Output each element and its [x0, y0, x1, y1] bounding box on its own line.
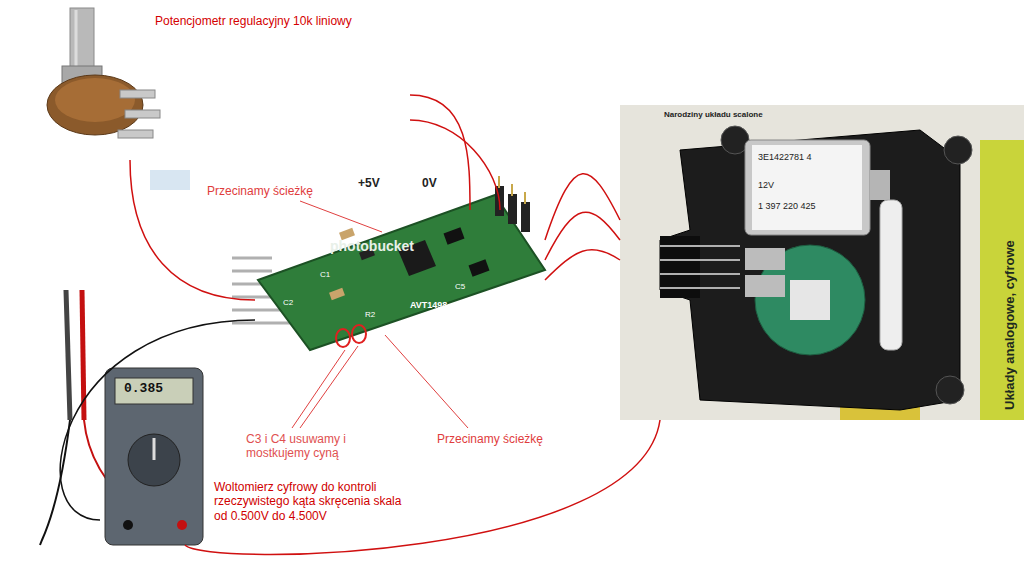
meter-dial	[128, 434, 180, 486]
wire	[545, 212, 620, 260]
motor-can	[745, 140, 870, 235]
photo-corner	[150, 170, 190, 190]
photo-ground	[0, 0, 240, 190]
wire	[545, 174, 620, 240]
connector-pin	[660, 259, 740, 261]
node-label: 0.385	[124, 381, 163, 397]
header-block	[521, 202, 530, 232]
part-label: C1	[320, 270, 330, 280]
wire	[545, 250, 620, 280]
connector-pin	[660, 245, 740, 247]
meter-display	[115, 378, 193, 404]
wire	[185, 420, 660, 554]
motor-sticker	[752, 145, 862, 230]
photo-ground	[620, 105, 1024, 420]
header-pin	[511, 184, 513, 196]
pot-pin	[120, 90, 155, 98]
annotation: Przecinamy ścieżkę	[437, 432, 543, 446]
motor-shaft	[870, 170, 890, 200]
multimeter-photo	[40, 290, 203, 545]
contact-pad	[745, 275, 785, 297]
pot-body	[47, 75, 143, 135]
controller-module: AVT1498	[255, 210, 545, 350]
worm-gear	[880, 200, 902, 350]
pot-body-top	[55, 78, 135, 122]
header-pin	[524, 192, 526, 204]
mount-hole	[936, 376, 964, 404]
module-photo	[232, 176, 545, 350]
wire	[410, 95, 470, 210]
header-block	[508, 194, 517, 224]
marked-capacitor	[336, 329, 350, 347]
node-label: AVT1498	[410, 300, 447, 311]
meter-body	[105, 368, 203, 545]
multimeter: 0.385	[100, 365, 205, 545]
header-pin	[498, 176, 500, 188]
smd-part	[329, 288, 345, 300]
meter-jack	[177, 520, 187, 530]
header-pin	[232, 257, 272, 260]
node-label: Potencjometr regulacyjny 10k liniowy	[155, 14, 352, 28]
background-print: Układy analogowe, cyfrowe	[1002, 240, 1018, 410]
header-pin	[232, 270, 272, 273]
pin-label: +5V	[358, 176, 380, 190]
part-label: C2	[283, 298, 293, 308]
leader-line	[300, 201, 382, 232]
leader-line	[300, 346, 358, 428]
annotation: Przecinamy ścieżkę	[207, 184, 313, 198]
dial-pointer	[153, 438, 156, 460]
header-pin	[232, 322, 296, 325]
leader-line	[292, 350, 345, 428]
meter-jack	[123, 520, 133, 530]
actuator-housing	[660, 130, 960, 410]
connector-pin	[660, 273, 740, 275]
part-label: C5	[455, 282, 465, 292]
part-marking: 12V	[758, 180, 774, 191]
connector-pin	[660, 287, 740, 289]
watermark: photobucket	[330, 238, 414, 255]
pot-shaft	[70, 8, 94, 70]
pot-pin	[118, 130, 153, 138]
transistor	[468, 259, 489, 276]
magazine-strip	[980, 140, 1024, 420]
pin-label: 0V	[422, 176, 437, 190]
actuator: 1 397 220 425	[620, 105, 1024, 420]
leader-line	[385, 335, 468, 428]
node-label: 1 397 220 425	[758, 201, 816, 212]
actuator-photo	[620, 105, 1024, 420]
potentiometer: Potencjometr regulacyjny 10k liniowy	[0, 0, 410, 160]
transistor	[443, 227, 464, 244]
probe	[66, 290, 70, 420]
pcb-board	[258, 195, 545, 350]
background-print: Narodziny układu scalone	[664, 110, 763, 120]
wire	[130, 160, 255, 300]
marked-capacitor	[352, 325, 366, 343]
gear-hub	[790, 280, 830, 320]
potentiometer-photo	[0, 0, 240, 190]
pot-pin	[125, 110, 160, 118]
pot-shaft-shine	[75, 10, 78, 66]
part-marking: 3E1422781 4	[758, 152, 812, 163]
contact-pad	[745, 248, 785, 270]
annotation: Woltomierz cyfrowy do kontroli rzeczywis…	[214, 480, 406, 523]
mount-hole	[944, 136, 972, 164]
annotation: C3 i C4 usuwamy i mostkujemy cyną	[246, 432, 374, 461]
wire	[410, 120, 500, 210]
part-label: R2	[365, 310, 375, 320]
